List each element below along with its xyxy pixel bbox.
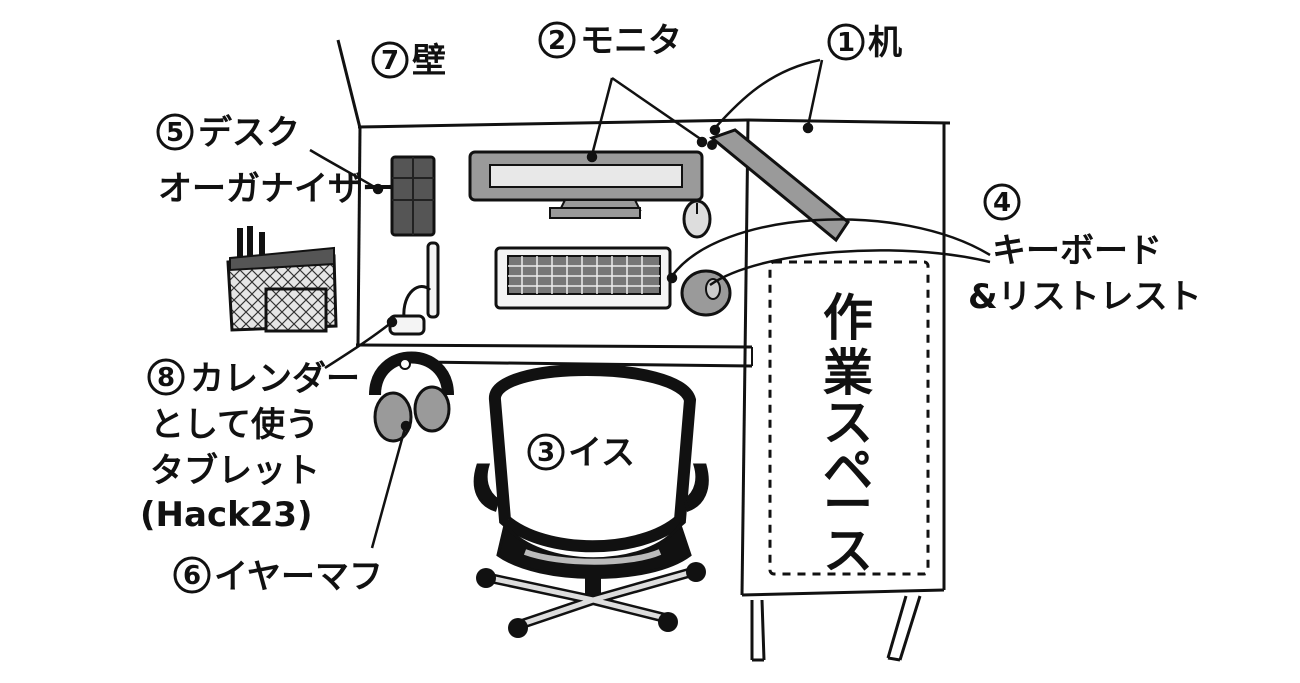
- label-earmuff: 6 イヤーマフ: [173, 556, 383, 597]
- tablet-stand: [388, 241, 440, 336]
- desk: [740, 119, 946, 662]
- workspace-char-5: ス: [823, 522, 873, 580]
- workspace-char-2: ス: [823, 394, 873, 452]
- ear-muffs: [369, 351, 454, 443]
- label-monitor: 2 モニタ: [538, 21, 682, 61]
- mouse: [682, 199, 712, 239]
- wrist-rest-mouse: [680, 269, 732, 317]
- label-tablet-text2: として使う: [150, 405, 319, 445]
- label-keyboard-number: 4: [993, 188, 1011, 218]
- label-chair-text: イス: [568, 433, 635, 473]
- label-tablet-number: 8: [157, 363, 175, 393]
- label-keyboard: 4 キーボード &リストレスト: [968, 183, 1202, 317]
- label-desk: 1 机: [827, 23, 902, 63]
- monitor-arm: [707, 128, 851, 243]
- label-earmuff-number: 6: [183, 561, 201, 591]
- workspace-char-1: 業: [823, 344, 873, 402]
- label-organizer-text2: オーガナイザー: [158, 169, 396, 209]
- label-tablet-text: カレンダー: [190, 359, 360, 399]
- workspace-char-0: 作: [823, 289, 873, 347]
- label-tablet-text4: (Hack23): [140, 495, 313, 535]
- leader-lines: [309, 58, 991, 549]
- label-wall-text: 壁: [412, 41, 446, 81]
- label-chair: 3 イス: [527, 433, 635, 473]
- label-desk-text: 机: [868, 23, 902, 63]
- monitor: [468, 150, 704, 219]
- label-wall: 7 壁: [371, 41, 446, 81]
- label-organizer: 5 デスク オーガナイザー: [156, 113, 396, 209]
- label-desk-number: 1: [837, 28, 855, 58]
- label-chair-number: 3: [537, 438, 555, 468]
- label-tablet: 8 カレンダー として使う タブレット (Hack23): [140, 358, 360, 535]
- keyboard: [494, 246, 672, 310]
- label-organizer-number: 5: [166, 118, 184, 148]
- workspace-char-4: ー: [823, 476, 873, 534]
- wall: [336, 39, 951, 368]
- workspace-char-3: ペ: [823, 442, 873, 500]
- label-monitor-number: 2: [548, 26, 566, 56]
- label-tablet-text3: タブレット: [150, 451, 320, 491]
- chair: [473, 364, 709, 638]
- label-keyboard-text2: &リストレスト: [968, 277, 1202, 317]
- label-keyboard-text: キーボード: [992, 231, 1162, 271]
- pen-basket: [226, 226, 338, 333]
- label-monitor-text: モニタ: [580, 21, 682, 61]
- desk-organizer: [390, 155, 436, 237]
- label-organizer-text: デスク: [198, 113, 300, 153]
- label-earmuff-text: イヤーマフ: [214, 557, 383, 597]
- workspace-area: 作 業 ス ペ ー ス: [768, 260, 930, 580]
- label-wall-number: 7: [381, 46, 399, 76]
